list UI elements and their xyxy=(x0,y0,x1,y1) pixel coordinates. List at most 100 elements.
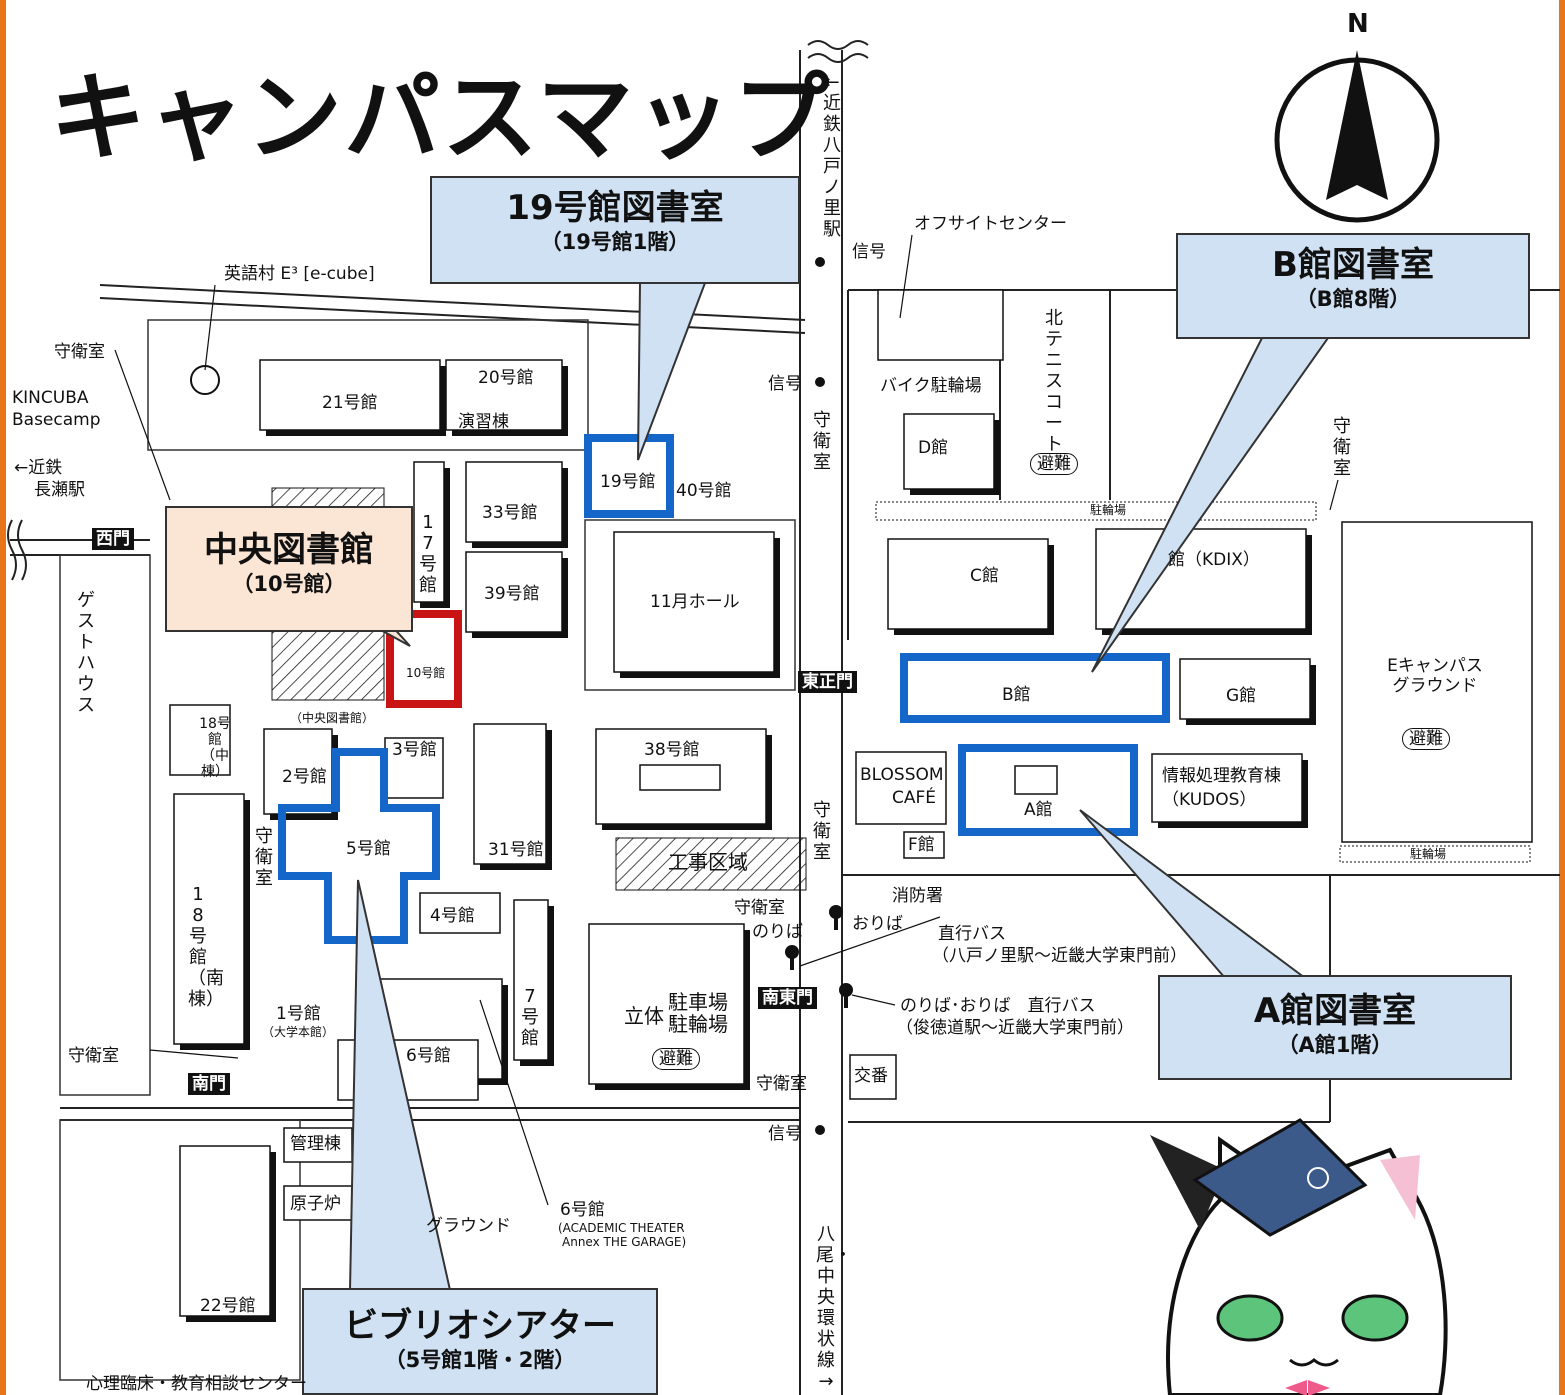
building-3[interactable]: 3号館 xyxy=(392,740,437,760)
label-guard-e: 守衛室 xyxy=(813,800,831,863)
construction-area xyxy=(615,837,807,891)
highlight-10 xyxy=(386,610,462,708)
building-40[interactable]: 40号館 xyxy=(676,481,732,501)
label-guard-se2: 守衛室 xyxy=(756,1074,807,1094)
callout-library-19-floor: （19号館1階） xyxy=(540,230,690,254)
highlight-b xyxy=(900,653,1170,723)
callout-library-b-floor: （B館8階） xyxy=(1295,287,1411,311)
callout-central-library-name: 中央図書館 xyxy=(204,530,374,570)
building-22[interactable]: 22号館 xyxy=(200,1296,256,1316)
building-6-theater-sub: (ACADEMIC THEATER xyxy=(558,1221,685,1235)
building-21[interactable]: 21号館 xyxy=(322,393,378,413)
building-d[interactable]: D館 xyxy=(918,438,949,458)
building-20[interactable]: 20号館 xyxy=(478,368,534,388)
building-5[interactable]: 5号館 xyxy=(346,839,391,859)
callout-library-b[interactable]: B館図書室 （B館8階） xyxy=(1176,233,1530,339)
building-7[interactable]: 7号館 xyxy=(521,986,539,1049)
label-kincuba[interactable]: KINCUBA xyxy=(12,388,89,408)
building-6-theater[interactable]: 6号館 xyxy=(560,1200,605,1220)
building-10[interactable]: 10号館 xyxy=(406,666,446,680)
label-tennis[interactable]: 北テニスコート xyxy=(1045,308,1063,455)
callout-central-library[interactable]: 中央図書館 （10号館） xyxy=(165,506,413,632)
label-signal-2: 信号 xyxy=(768,374,802,394)
building-4[interactable]: 4号館 xyxy=(430,906,475,926)
gate-south-east[interactable]: 南東門 xyxy=(758,987,817,1009)
building-38[interactable]: 38号館 xyxy=(644,740,700,760)
building-november-hall[interactable]: 11月ホール xyxy=(650,592,740,612)
gate-west[interactable]: 西門 xyxy=(92,528,134,550)
label-bus-1: 直行バス xyxy=(938,924,1006,944)
building-kdix[interactable]: 館（KDIX） xyxy=(1168,550,1260,570)
page-title: キャンパスマップ xyxy=(50,62,832,174)
building-6[interactable]: 6号館 xyxy=(406,1046,451,1066)
label-signal-1: 信号 xyxy=(852,242,886,262)
building-10-note: （中央図書館） xyxy=(290,711,375,725)
mascot-cat xyxy=(1150,1118,1448,1395)
building-cafe[interactable]: CAFÉ xyxy=(892,788,937,808)
label-guard-s: 守衛室 xyxy=(68,1046,119,1066)
gate-south[interactable]: 南門 xyxy=(188,1073,230,1095)
label-bike-park-1: 駐輪場 xyxy=(1090,503,1127,517)
label-offsite: オフサイトセンター xyxy=(914,214,1067,234)
south-road xyxy=(60,1107,800,1121)
building-b[interactable]: B館 xyxy=(1002,685,1031,705)
label-koban[interactable]: 交番 xyxy=(854,1066,888,1086)
label-bike-park-2: 駐輪場 xyxy=(1410,847,1447,861)
label-guard-w: 守衛室 xyxy=(255,826,273,889)
building-enshu[interactable]: 演習棟 xyxy=(458,412,509,432)
label-yao-route: 八尾・中央環状線→ xyxy=(816,1224,852,1392)
building-a[interactable]: A館 xyxy=(1024,800,1053,820)
gate-east-main[interactable]: 東正門 xyxy=(798,671,857,693)
label-guard-ne: 守衛室 xyxy=(1333,416,1351,479)
building-c[interactable]: C館 xyxy=(970,566,999,586)
compass-north-label: N xyxy=(1347,9,1369,39)
label-e-ground[interactable]: Eキャンパスグラウンド xyxy=(1387,656,1483,696)
highlight-a xyxy=(958,744,1138,836)
label-evac-3: 避難 xyxy=(652,1048,700,1070)
building-33[interactable]: 33号館 xyxy=(482,503,538,523)
callout-bibliotheater[interactable]: ビブリオシアター （5号館1階・2階） xyxy=(302,1288,658,1395)
callout-library-a[interactable]: A館図書室 （A館1階） xyxy=(1158,975,1512,1080)
label-ground[interactable]: グラウンド xyxy=(426,1216,511,1236)
building-17[interactable]: 17号館 xyxy=(419,512,437,596)
callout-library-a-name: A館図書室 xyxy=(1253,991,1417,1031)
label-bus-1-sub: （八戸ノ里駅〜近畿大学東門前） xyxy=(932,946,1187,966)
callout-library-a-floor: （A館1階） xyxy=(1277,1033,1393,1057)
label-psych-center[interactable]: 心理臨床・教育相談センター xyxy=(86,1374,307,1394)
label-drop-off: おりば xyxy=(852,914,903,934)
building-f[interactable]: F館 xyxy=(908,835,935,855)
label-guard-nw: 守衛室 xyxy=(54,342,105,362)
label-guesthouse[interactable]: ゲストハウス xyxy=(77,590,95,716)
label-parking-1[interactable]: 立体 xyxy=(624,1004,664,1028)
compass xyxy=(1274,50,1440,223)
label-station: ←近鉄八戸ノ里駅 xyxy=(823,72,841,240)
callout-bibliotheater-name: ビブリオシアター xyxy=(344,1306,616,1346)
label-ecube[interactable]: 英語村 E³ [e-cube] xyxy=(224,264,375,284)
building-kudos[interactable]: 情報処理教育棟 xyxy=(1162,766,1281,786)
highlight-5 xyxy=(278,748,440,944)
building-g[interactable]: G館 xyxy=(1226,686,1257,706)
label-basecamp: Basecamp xyxy=(12,410,101,430)
building-1[interactable]: 1号館 xyxy=(276,1004,321,1024)
building-39[interactable]: 39号館 xyxy=(484,584,540,604)
label-fire-station: 消防署 xyxy=(892,886,943,906)
callout-library-19-name: 19号館図書室 xyxy=(506,188,724,228)
building-2[interactable]: 2号館 xyxy=(282,767,327,787)
building-kudos-sub: （KUDOS） xyxy=(1162,790,1257,810)
callout-library-19[interactable]: 19号館図書室 （19号館1階） xyxy=(430,176,800,284)
building-kanri[interactable]: 管理棟 xyxy=(290,1134,341,1154)
building-18-south[interactable]: 18号館（南棟） xyxy=(188,884,224,1010)
label-evac-2: 避難 xyxy=(1402,728,1450,750)
label-construction: 工事区域 xyxy=(668,850,748,874)
building-31[interactable]: 31号館 xyxy=(488,840,544,860)
highlight-19 xyxy=(584,434,674,518)
label-signal-3: 信号 xyxy=(768,1124,802,1144)
building-blossom[interactable]: BLOSSOM xyxy=(860,765,944,785)
label-parking-2[interactable]: 駐車場 xyxy=(668,990,728,1014)
building-genshiro[interactable]: 原子炉 xyxy=(290,1194,341,1214)
label-bus-2-sub: （俊徳道駅〜近畿大学東門前） xyxy=(896,1018,1134,1038)
building-18-middle[interactable]: 18号館（中棟） xyxy=(199,716,231,780)
label-parking-3[interactable]: 駐輪場 xyxy=(668,1012,728,1036)
building-19[interactable]: 19号館 xyxy=(600,472,656,492)
